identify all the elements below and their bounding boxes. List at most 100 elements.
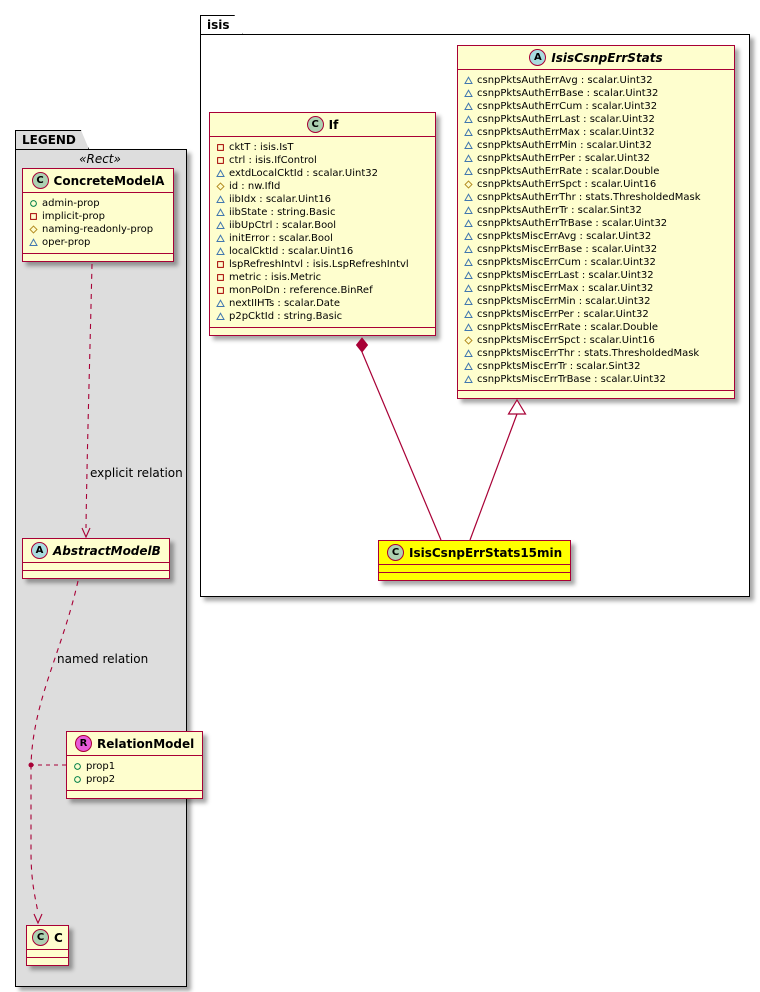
field-visibility-icon bbox=[216, 169, 225, 177]
compartment-divider bbox=[27, 949, 68, 950]
field-visibility-icon bbox=[217, 261, 224, 268]
class-header: C If bbox=[210, 113, 435, 136]
field-visibility-icon bbox=[464, 206, 473, 214]
compartment-divider bbox=[23, 192, 173, 193]
field-text: csnpPktsMiscErrMax : scalar.Uint32 bbox=[477, 283, 654, 294]
field-visibility-icon bbox=[464, 141, 473, 149]
named-relation-label: named relation bbox=[57, 652, 149, 666]
class-if: C If cktT : isis.IsT bbox=[209, 112, 436, 336]
field-text: localCktId : scalar.Uint16 bbox=[229, 246, 354, 257]
field-visibility-icon bbox=[464, 102, 473, 110]
compartment-divider bbox=[27, 957, 68, 958]
compartment-divider bbox=[23, 253, 173, 254]
compartment-divider bbox=[379, 564, 571, 565]
field-row: csnpPktsMiscErrRate : scalar.Double bbox=[464, 321, 728, 334]
field-text: csnpPktsAuthErrRate : scalar.Double bbox=[477, 166, 660, 177]
field-visibility-icon bbox=[464, 323, 473, 331]
field-text: csnpPktsMiscErrCum : scalar.Uint32 bbox=[477, 257, 656, 268]
class-spot-icon: C bbox=[31, 172, 49, 189]
field-text: csnpPktsAuthErrAvg : scalar.Uint32 bbox=[477, 75, 653, 86]
field-visibility-icon bbox=[217, 144, 224, 151]
class-name: IsisCsnpErrStats15min bbox=[409, 545, 563, 560]
compartment-divider bbox=[67, 790, 203, 791]
field-text: csnpPktsMiscErrTrBase : scalar.Uint32 bbox=[477, 374, 666, 385]
field-row: csnpPktsAuthErrAvg : scalar.Uint32 bbox=[464, 74, 728, 87]
class-abstract-model-b: A AbstractModelB bbox=[22, 538, 170, 579]
field-row: iibUpCtrl : scalar.Bool bbox=[216, 219, 429, 232]
field-text: csnpPktsAuthErrBase : scalar.Uint32 bbox=[477, 88, 659, 99]
field-row: id : nw.IfId bbox=[216, 180, 429, 193]
field-row: csnpPktsMiscErrTrBase : scalar.Uint32 bbox=[464, 373, 728, 386]
field-row: implicit-prop bbox=[29, 210, 167, 223]
field-text: prop2 bbox=[86, 774, 116, 785]
field-visibility-icon bbox=[464, 362, 473, 370]
field-row: cktT : isis.IsT bbox=[216, 141, 429, 154]
field-row: csnpPktsAuthErrTrBase : scalar.Uint32 bbox=[464, 217, 728, 230]
field-text: csnpPktsMiscErrRate : scalar.Double bbox=[477, 322, 659, 333]
field-visibility-icon bbox=[29, 238, 38, 246]
class-name: ConcreteModelA bbox=[53, 173, 165, 188]
field-visibility-icon bbox=[216, 195, 225, 203]
field-visibility-icon bbox=[217, 274, 224, 281]
class-isis-csnp-err-stats: A IsisCsnpErrStats csnpPktsAuthErrAvg : … bbox=[457, 45, 735, 399]
field-text: extdLocalCktId : scalar.Uint32 bbox=[229, 168, 378, 179]
abstract-spot-icon: A bbox=[529, 49, 547, 66]
field-text: csnpPktsAuthErrCum : scalar.Uint32 bbox=[477, 101, 658, 112]
field-visibility-icon bbox=[30, 213, 37, 220]
field-text: p2pCktId : string.Basic bbox=[229, 311, 343, 322]
isis-package-tab: isis bbox=[200, 15, 243, 34]
field-row: lspRefreshIntvl : isis.LspRefreshIntvl bbox=[216, 258, 429, 271]
class-name: AbstractModelB bbox=[53, 543, 161, 558]
methods-compartment-empty bbox=[67, 791, 202, 798]
field-visibility-icon bbox=[464, 115, 473, 123]
class-name: C bbox=[54, 930, 63, 945]
field-visibility-icon bbox=[464, 167, 473, 175]
field-text: prop1 bbox=[86, 761, 116, 772]
field-row: csnpPktsAuthErrLast : scalar.Uint32 bbox=[464, 113, 728, 126]
field-visibility-icon bbox=[216, 299, 225, 307]
field-text: csnpPktsMiscErrTr : scalar.Sint32 bbox=[477, 361, 641, 372]
field-visibility-icon bbox=[216, 221, 225, 229]
field-row: monPolDn : reference.BinRef bbox=[216, 284, 429, 297]
field-text: csnpPktsAuthErrMax : scalar.Uint32 bbox=[477, 127, 655, 138]
class-header: A AbstractModelB bbox=[23, 539, 169, 562]
field-visibility-icon bbox=[464, 154, 473, 162]
class-spot-icon: C bbox=[32, 929, 49, 946]
isis-package-label: isis bbox=[207, 18, 230, 32]
field-text: csnpPktsMiscErrSpct : scalar.Uint16 bbox=[477, 335, 655, 346]
field-text: ctrl : isis.IfControl bbox=[229, 155, 317, 166]
field-visibility-icon bbox=[464, 349, 473, 357]
field-row: csnpPktsMiscErrLast : scalar.Uint32 bbox=[464, 269, 728, 282]
field-text: iibState : string.Basic bbox=[229, 207, 336, 218]
methods-compartment-empty bbox=[23, 571, 169, 578]
field-row: csnpPktsAuthErrMax : scalar.Uint32 bbox=[464, 126, 728, 139]
field-text: csnpPktsAuthErrLast : scalar.Uint32 bbox=[477, 114, 655, 125]
field-visibility-icon bbox=[464, 193, 473, 201]
field-row: csnpPktsMiscErrAvg : scalar.Uint32 bbox=[464, 230, 728, 243]
field-text: oper-prop bbox=[42, 237, 91, 248]
class-name: If bbox=[328, 117, 339, 132]
field-text: initError : scalar.Bool bbox=[229, 233, 333, 244]
fields-compartment-empty bbox=[23, 563, 169, 570]
abstract-spot-icon: A bbox=[31, 542, 48, 559]
field-visibility-icon bbox=[464, 128, 473, 136]
class-header: R RelationModel bbox=[67, 732, 202, 755]
field-visibility-icon bbox=[464, 297, 473, 305]
field-text: csnpPktsMiscErrMin : scalar.Uint32 bbox=[477, 296, 651, 307]
field-row: csnpPktsMiscErrMin : scalar.Uint32 bbox=[464, 295, 728, 308]
field-text: csnpPktsAuthErrPer : scalar.Uint32 bbox=[477, 153, 651, 164]
field-visibility-icon bbox=[30, 200, 37, 207]
field-visibility-icon bbox=[216, 234, 225, 242]
field-text: iibIdx : scalar.Uint16 bbox=[229, 194, 332, 205]
methods-compartment-empty bbox=[379, 573, 570, 580]
compartment-divider bbox=[379, 572, 571, 573]
field-text: cktT : isis.IsT bbox=[229, 142, 294, 153]
class-fields: admin-prop implicit-prop bbox=[23, 193, 173, 253]
field-visibility-icon bbox=[464, 180, 473, 189]
field-row: csnpPktsMiscErrPer : scalar.Uint32 bbox=[464, 308, 728, 321]
compartment-divider bbox=[210, 136, 435, 137]
field-text: monPolDn : reference.BinRef bbox=[229, 285, 373, 296]
field-row: metric : isis.Metric bbox=[216, 271, 429, 284]
field-text: admin-prop bbox=[42, 198, 100, 209]
